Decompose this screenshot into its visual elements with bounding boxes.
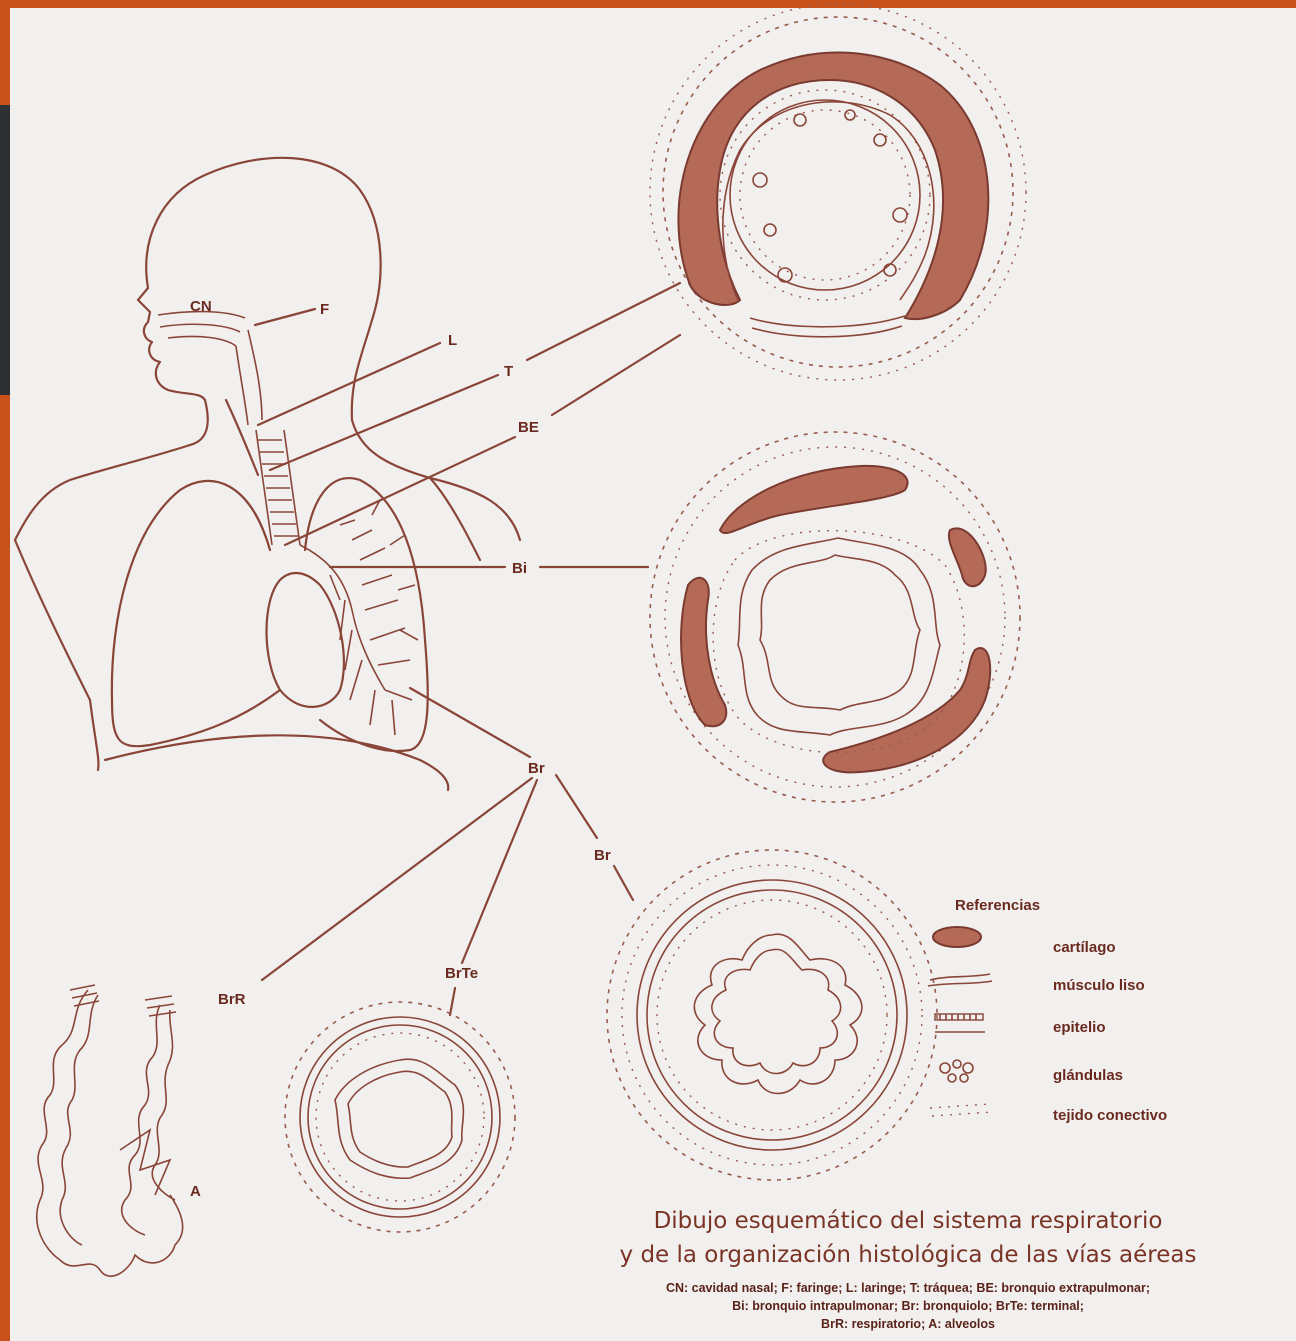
label-respiratory-bronchiole: BrR <box>218 991 246 1008</box>
legend-item-connective-tissue: tejido conectivo <box>1053 1107 1167 1124</box>
diagram-title-line2: y de la organización histológica de las … <box>620 1242 1197 1268</box>
glands-swatch-icon <box>940 1060 973 1082</box>
alveoli-drawing <box>37 985 183 1276</box>
caption-line3: BrR: respiratorio; A: alveolos <box>821 1317 995 1331</box>
intrapulmonary-bronchus-cross-section <box>650 432 1020 802</box>
connective-tissue-swatch-icon <box>930 1104 992 1116</box>
label-nasal-cavity: CN <box>190 298 212 315</box>
label-extrapulmonary-bronchus: BE <box>518 419 539 436</box>
legend-item-smooth-muscle: músculo liso <box>1053 977 1145 994</box>
trachea-cross-section <box>650 4 1026 380</box>
cartilage-swatch-icon <box>933 927 981 947</box>
caption-line1: CN: cavidad nasal; F: faringe; L: laring… <box>666 1281 1150 1295</box>
terminal-bronchiole-cross-section <box>285 1002 515 1232</box>
leader-lines <box>255 283 680 1015</box>
label-larynx: L <box>448 332 457 349</box>
label-alveoli: A <box>190 1183 201 1200</box>
label-trachea: T <box>504 363 513 380</box>
label-terminal-bronchiole: BrTe <box>445 965 478 982</box>
legend <box>928 927 992 1116</box>
diagram-title-line1: Dibujo esquemático del sistema respirato… <box>654 1208 1163 1234</box>
epithelium-swatch-icon <box>935 1014 985 1032</box>
label-bronchiole: Br <box>528 760 545 777</box>
human-silhouette <box>15 158 520 790</box>
bronchiole-cross-section <box>607 850 937 1180</box>
bronchial-tree-icon <box>300 500 418 735</box>
legend-item-cartilage: cartílago <box>1053 939 1116 956</box>
legend-item-glands: glándulas <box>1053 1067 1123 1084</box>
label-pharynx: F <box>320 301 329 318</box>
smooth-muscle-swatch-icon <box>928 974 992 986</box>
legend-heading: Referencias <box>955 897 1040 914</box>
caption-line2: Bi: bronquio intrapulmonar; Br: bronquio… <box>732 1299 1084 1313</box>
legend-item-epithelium: epitelio <box>1053 1019 1106 1036</box>
label-intrapulmonary-bronchus: Bi <box>512 560 527 577</box>
label-bronchiole-section: Br <box>594 847 611 864</box>
